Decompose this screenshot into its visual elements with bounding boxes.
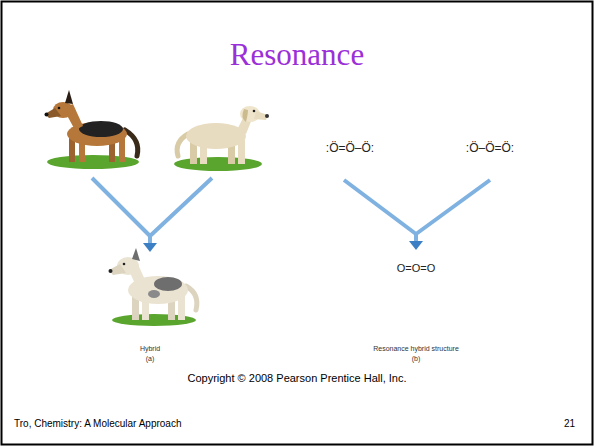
panel-label: Hybrid bbox=[140, 345, 160, 353]
slide-title: Resonance bbox=[230, 38, 364, 72]
hybrid-structure: O=O=O bbox=[397, 262, 436, 274]
slide-number: 21 bbox=[564, 418, 575, 429]
labrador-dog bbox=[174, 106, 269, 171]
lewis-structure: :Ö–Ö=Ö: bbox=[466, 142, 514, 155]
copyright-note: Copyright © 2008 Pearson Prentice Hall, … bbox=[187, 372, 406, 384]
lewis-structure: :Ö=Ö–Ö: bbox=[326, 142, 374, 155]
panel-label: Resonance hybrid structure bbox=[373, 345, 459, 353]
shepherd-dog bbox=[45, 90, 140, 169]
footer-source: Tro, Chemistry: A Molecular Approach bbox=[14, 418, 181, 429]
merge-arrow bbox=[344, 180, 490, 250]
merge-arrow bbox=[92, 178, 212, 252]
hybrid-dog bbox=[109, 248, 197, 326]
panel-letter: (b) bbox=[412, 355, 421, 363]
panel-letter: (a) bbox=[146, 355, 155, 363]
